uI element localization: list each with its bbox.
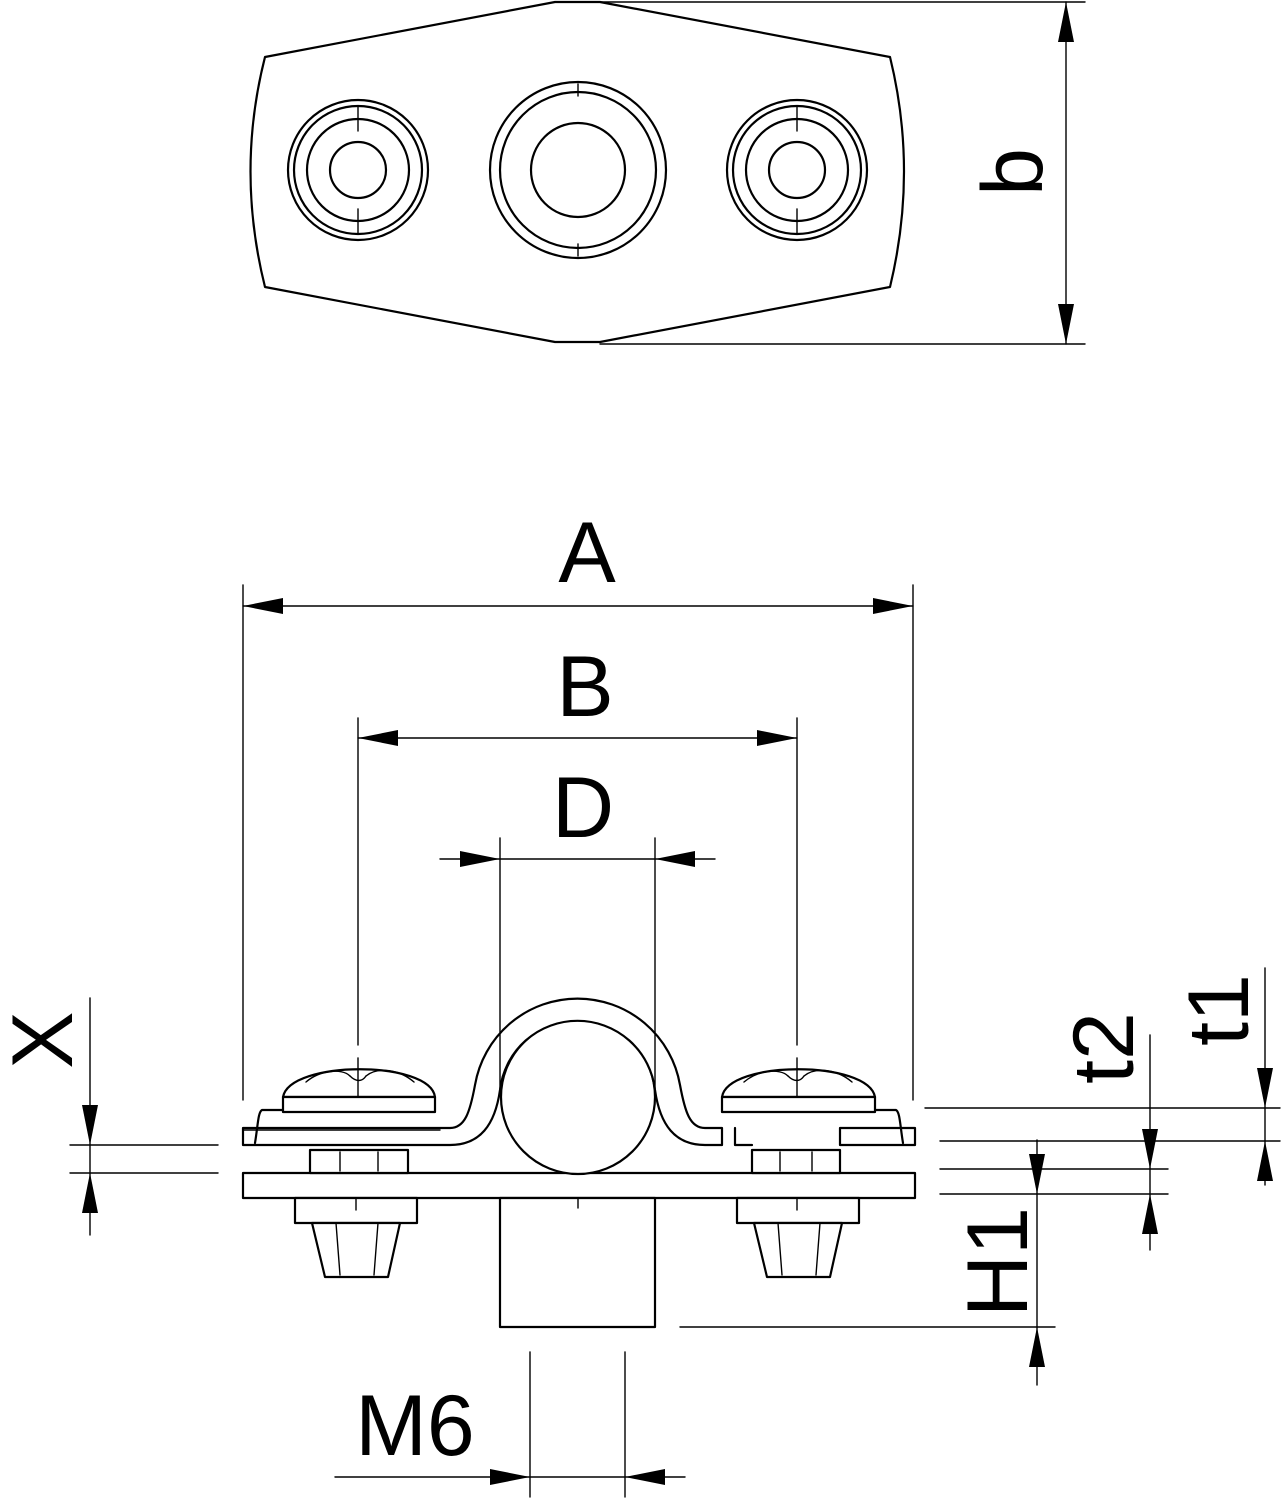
dimension-B: B <box>357 639 798 1046</box>
dimension-B-arrow-right <box>757 730 797 746</box>
right-spacer-nut <box>750 1148 842 1175</box>
dimension-t1: t1 <box>924 967 1281 1186</box>
dimension-t2-label: t2 <box>1056 1012 1152 1084</box>
dimension-b-label: b <box>965 148 1061 196</box>
dimension-t2-arrow-top <box>1142 1129 1158 1169</box>
base-plate <box>241 1171 917 1200</box>
top-view: b <box>249 0 1086 345</box>
dimension-M6-arrow-right <box>625 1469 665 1485</box>
dimension-t1-label: t1 <box>1171 974 1267 1046</box>
top-view-right-hole <box>725 98 869 242</box>
dimension-A-arrow-right <box>873 598 913 614</box>
dimension-H1-arrow-bottom <box>1029 1327 1045 1367</box>
dimension-D-label: D <box>552 760 614 856</box>
dimension-H1-label: H1 <box>950 1207 1046 1317</box>
right-screw-head <box>720 1057 877 1114</box>
dimension-M6-label: M6 <box>355 1378 474 1474</box>
dimension-X-label: X <box>0 1011 91 1068</box>
dimension-t1-arrow-top <box>1257 1068 1273 1108</box>
left-spacer-nut <box>308 1148 410 1175</box>
threaded-stud <box>498 1196 657 1329</box>
dimension-A-arrow-left <box>243 598 283 614</box>
dimension-D-arrow-right <box>655 851 695 867</box>
dimension-M6-arrow-left <box>490 1469 530 1485</box>
dimension-D-arrow-left <box>460 851 500 867</box>
dimension-t2-arrow-bottom <box>1142 1194 1158 1234</box>
right-bottom-nut <box>735 1196 861 1279</box>
top-view-center-hole <box>488 80 668 260</box>
dimension-X-arrow-bottom <box>82 1173 98 1213</box>
dimension-t1-arrow-bottom <box>1257 1141 1273 1181</box>
dimension-X: X <box>0 997 219 1236</box>
front-view <box>241 997 917 1329</box>
dimension-H1: H1 <box>679 1139 1056 1386</box>
dimension-D: D <box>439 760 716 1091</box>
dimension-M6: M6 <box>334 1351 686 1498</box>
dimension-A: A <box>242 505 914 1101</box>
dimension-B-label: B <box>556 639 613 735</box>
top-view-plate-outline <box>249 0 906 344</box>
dimension-b-arrow-top <box>1058 2 1074 42</box>
dimension-b-arrow-bottom <box>1058 304 1074 344</box>
dimension-B-arrow-left <box>358 730 398 746</box>
top-view-left-hole <box>286 98 430 242</box>
left-screw-head <box>281 1057 437 1114</box>
dimension-X-arrow-top <box>82 1105 98 1145</box>
dimension-H1-arrow-top <box>1029 1154 1045 1194</box>
clamp-saddle-strap <box>241 997 724 1147</box>
left-bottom-nut <box>293 1196 419 1279</box>
dimension-b: b <box>599 1 1086 345</box>
dimension-A-label: A <box>558 505 616 601</box>
right-strap-end <box>838 1126 917 1147</box>
dimension-t2: t2 <box>939 1012 1169 1251</box>
